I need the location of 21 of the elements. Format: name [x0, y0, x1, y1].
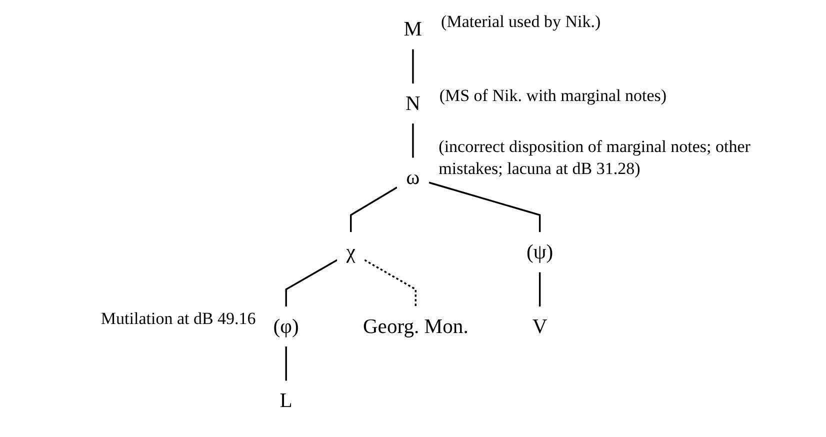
node-label: χ — [346, 240, 356, 264]
annotation-text: Mutilation at dB 49.16 — [100, 308, 256, 330]
annotation-text: (Material used by Nik.) — [441, 11, 601, 34]
connector — [364, 259, 416, 306]
node-label: L — [280, 388, 292, 412]
annotation-text: (MS of Nik. with marginal notes) — [439, 85, 667, 108]
connector — [285, 346, 287, 381]
node-label: M — [404, 17, 422, 40]
node-label: (ψ) — [526, 240, 553, 264]
connector — [428, 182, 540, 232]
node-label: N — [405, 91, 420, 114]
connector — [285, 259, 338, 306]
node-label: (φ) — [273, 314, 299, 338]
connector — [350, 186, 398, 232]
node-label: ω — [406, 166, 420, 189]
node-label: V — [532, 314, 548, 338]
witness-node: Georg. Mon. — [354, 306, 478, 346]
connector — [412, 49, 414, 84]
connector — [538, 272, 540, 306]
annotation-text: (incorrect disposition of marginal notes; other mistakes; lacuna at dB 31.28) — [438, 136, 752, 180]
connector — [412, 124, 414, 158]
